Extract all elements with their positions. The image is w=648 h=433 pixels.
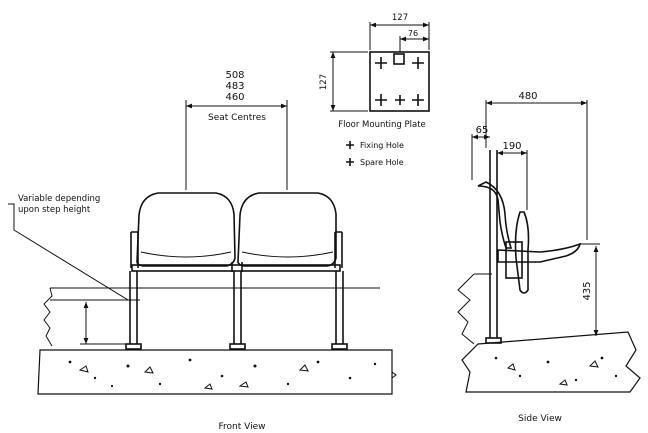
variable-note-line1: Variable depending <box>18 194 100 204</box>
seat-centres-label: Seat Centres <box>208 113 266 123</box>
seat-centre-460: 460 <box>225 92 244 103</box>
side-folded-seat <box>514 211 530 294</box>
front-view-caption: Front View <box>219 422 266 432</box>
front-view: 508 483 460 Seat Centres Variable depend… <box>8 70 397 432</box>
side-depth-label: 480 <box>518 91 537 102</box>
floor-concrete <box>37 349 393 395</box>
plate-width-label: 127 <box>392 13 408 23</box>
seat-centre-483: 483 <box>225 81 244 92</box>
legs <box>125 271 348 350</box>
legend-fixing-icon <box>346 141 354 149</box>
support-beam <box>131 264 341 272</box>
side-seat-height-label: 435 <box>582 281 593 300</box>
side-floor-concrete <box>461 331 641 393</box>
right-seat-shell <box>237 192 337 267</box>
side-back-rest <box>477 181 513 249</box>
side-seat-pan <box>497 242 582 263</box>
side-view-caption: Side View <box>518 414 562 424</box>
variable-note-line2: upon step height <box>18 205 91 215</box>
spare-hole-icon <box>395 95 405 105</box>
legend-spare-icon <box>346 158 354 166</box>
side-concrete-specks <box>494 356 618 386</box>
plate-slot <box>393 53 405 65</box>
upper-floor-line <box>43 287 380 347</box>
side-seat-bracket <box>505 241 523 279</box>
plate-caption: Floor Mounting Plate <box>338 120 426 130</box>
right-seat-front-edge <box>241 251 334 258</box>
right-arm <box>334 231 343 268</box>
left-seat-shell <box>136 192 236 267</box>
centre-arm <box>231 262 243 272</box>
legend-spare-label: Spare Hole <box>360 158 404 167</box>
side-dim-65-label: 65 <box>476 125 489 136</box>
side-upper-floor <box>457 273 492 345</box>
plate-height-label: 127 <box>319 74 329 90</box>
concrete-specks <box>68 358 377 390</box>
left-seat-front-edge <box>140 251 232 258</box>
side-foot <box>485 337 502 344</box>
break-mark <box>391 371 397 379</box>
left-arm <box>130 231 139 268</box>
seat-centres-dimension <box>185 100 288 190</box>
legend-fixing-label: Fixing Hole <box>360 141 404 150</box>
side-view: 480 65 190 435 Side View <box>457 91 641 424</box>
side-dim-190-label: 190 <box>502 141 521 152</box>
plate-hole-spacing-label: 76 <box>408 29 418 38</box>
floor-mounting-plate: 127 76 127 Floor Mounting Plate Fixing H… <box>319 13 430 167</box>
fixing-hole-icon <box>375 57 424 106</box>
seat-centre-508: 508 <box>225 70 244 81</box>
variable-note-leader <box>8 203 129 301</box>
